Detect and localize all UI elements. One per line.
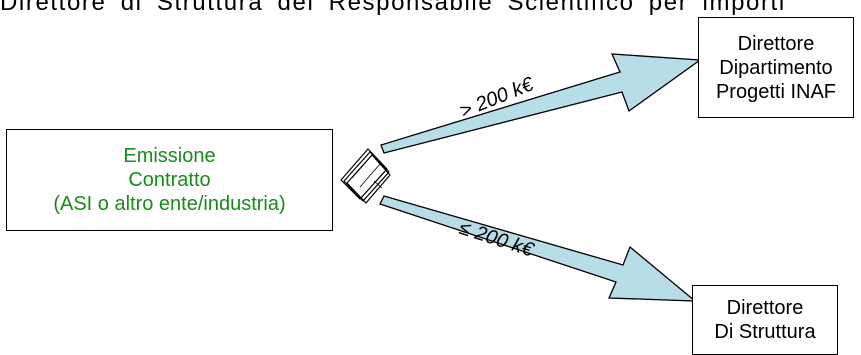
upper-arrow [380, 53, 702, 154]
lower-arrow [379, 195, 697, 302]
header-text: Direttore di Struttura del Responsabile … [0, 0, 786, 16]
upper-target-line-2: Dipartimento [719, 56, 833, 79]
lower-target-line-1: Direttore [726, 297, 804, 319]
department-director-box: Direttore Dipartimento Progetti INAF [698, 17, 854, 118]
source-line-2: Contratto [128, 169, 211, 191]
source-line-3: (ASI o altro ente/industria) [53, 193, 286, 215]
contract-document-icon [340, 148, 391, 204]
contract-issue-box: Emissione Contratto (ASI o altro ente/in… [6, 129, 333, 231]
structure-director-box: Direttore Di Struttura [692, 285, 838, 355]
upper-target-line-3: Progetti INAF [715, 80, 837, 103]
source-line-1: Emissione [123, 145, 216, 167]
lower-target-line-2: Di Struttura [714, 321, 816, 343]
upper-target-line-1: Direttore [737, 32, 815, 55]
lower-arrow-label: ≤ 200 k€ [456, 217, 536, 262]
